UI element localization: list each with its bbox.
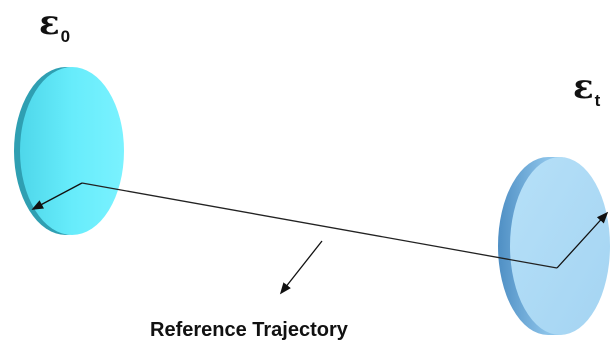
epsilon-t-symbol: ε bbox=[573, 67, 594, 107]
left-disk bbox=[14, 67, 124, 235]
epsilon-0-symbol: ε bbox=[39, 3, 60, 43]
left-disk-face bbox=[20, 67, 124, 235]
right-disk-face bbox=[510, 157, 610, 335]
trajectory-direction-arrow bbox=[279, 240, 323, 295]
epsilon-0-subscript: 0 bbox=[60, 27, 71, 46]
right-normal-arrow bbox=[556, 211, 609, 269]
right-disk bbox=[498, 157, 610, 335]
epsilon-t-label: εt bbox=[573, 67, 600, 110]
reference-trajectory-line bbox=[81, 182, 558, 269]
epsilon-t-subscript: t bbox=[594, 91, 601, 110]
epsilon-0-label: ε0 bbox=[39, 3, 70, 46]
reference-trajectory-caption: Reference Trajectory bbox=[150, 319, 348, 341]
left-normal-arrow bbox=[31, 182, 83, 210]
